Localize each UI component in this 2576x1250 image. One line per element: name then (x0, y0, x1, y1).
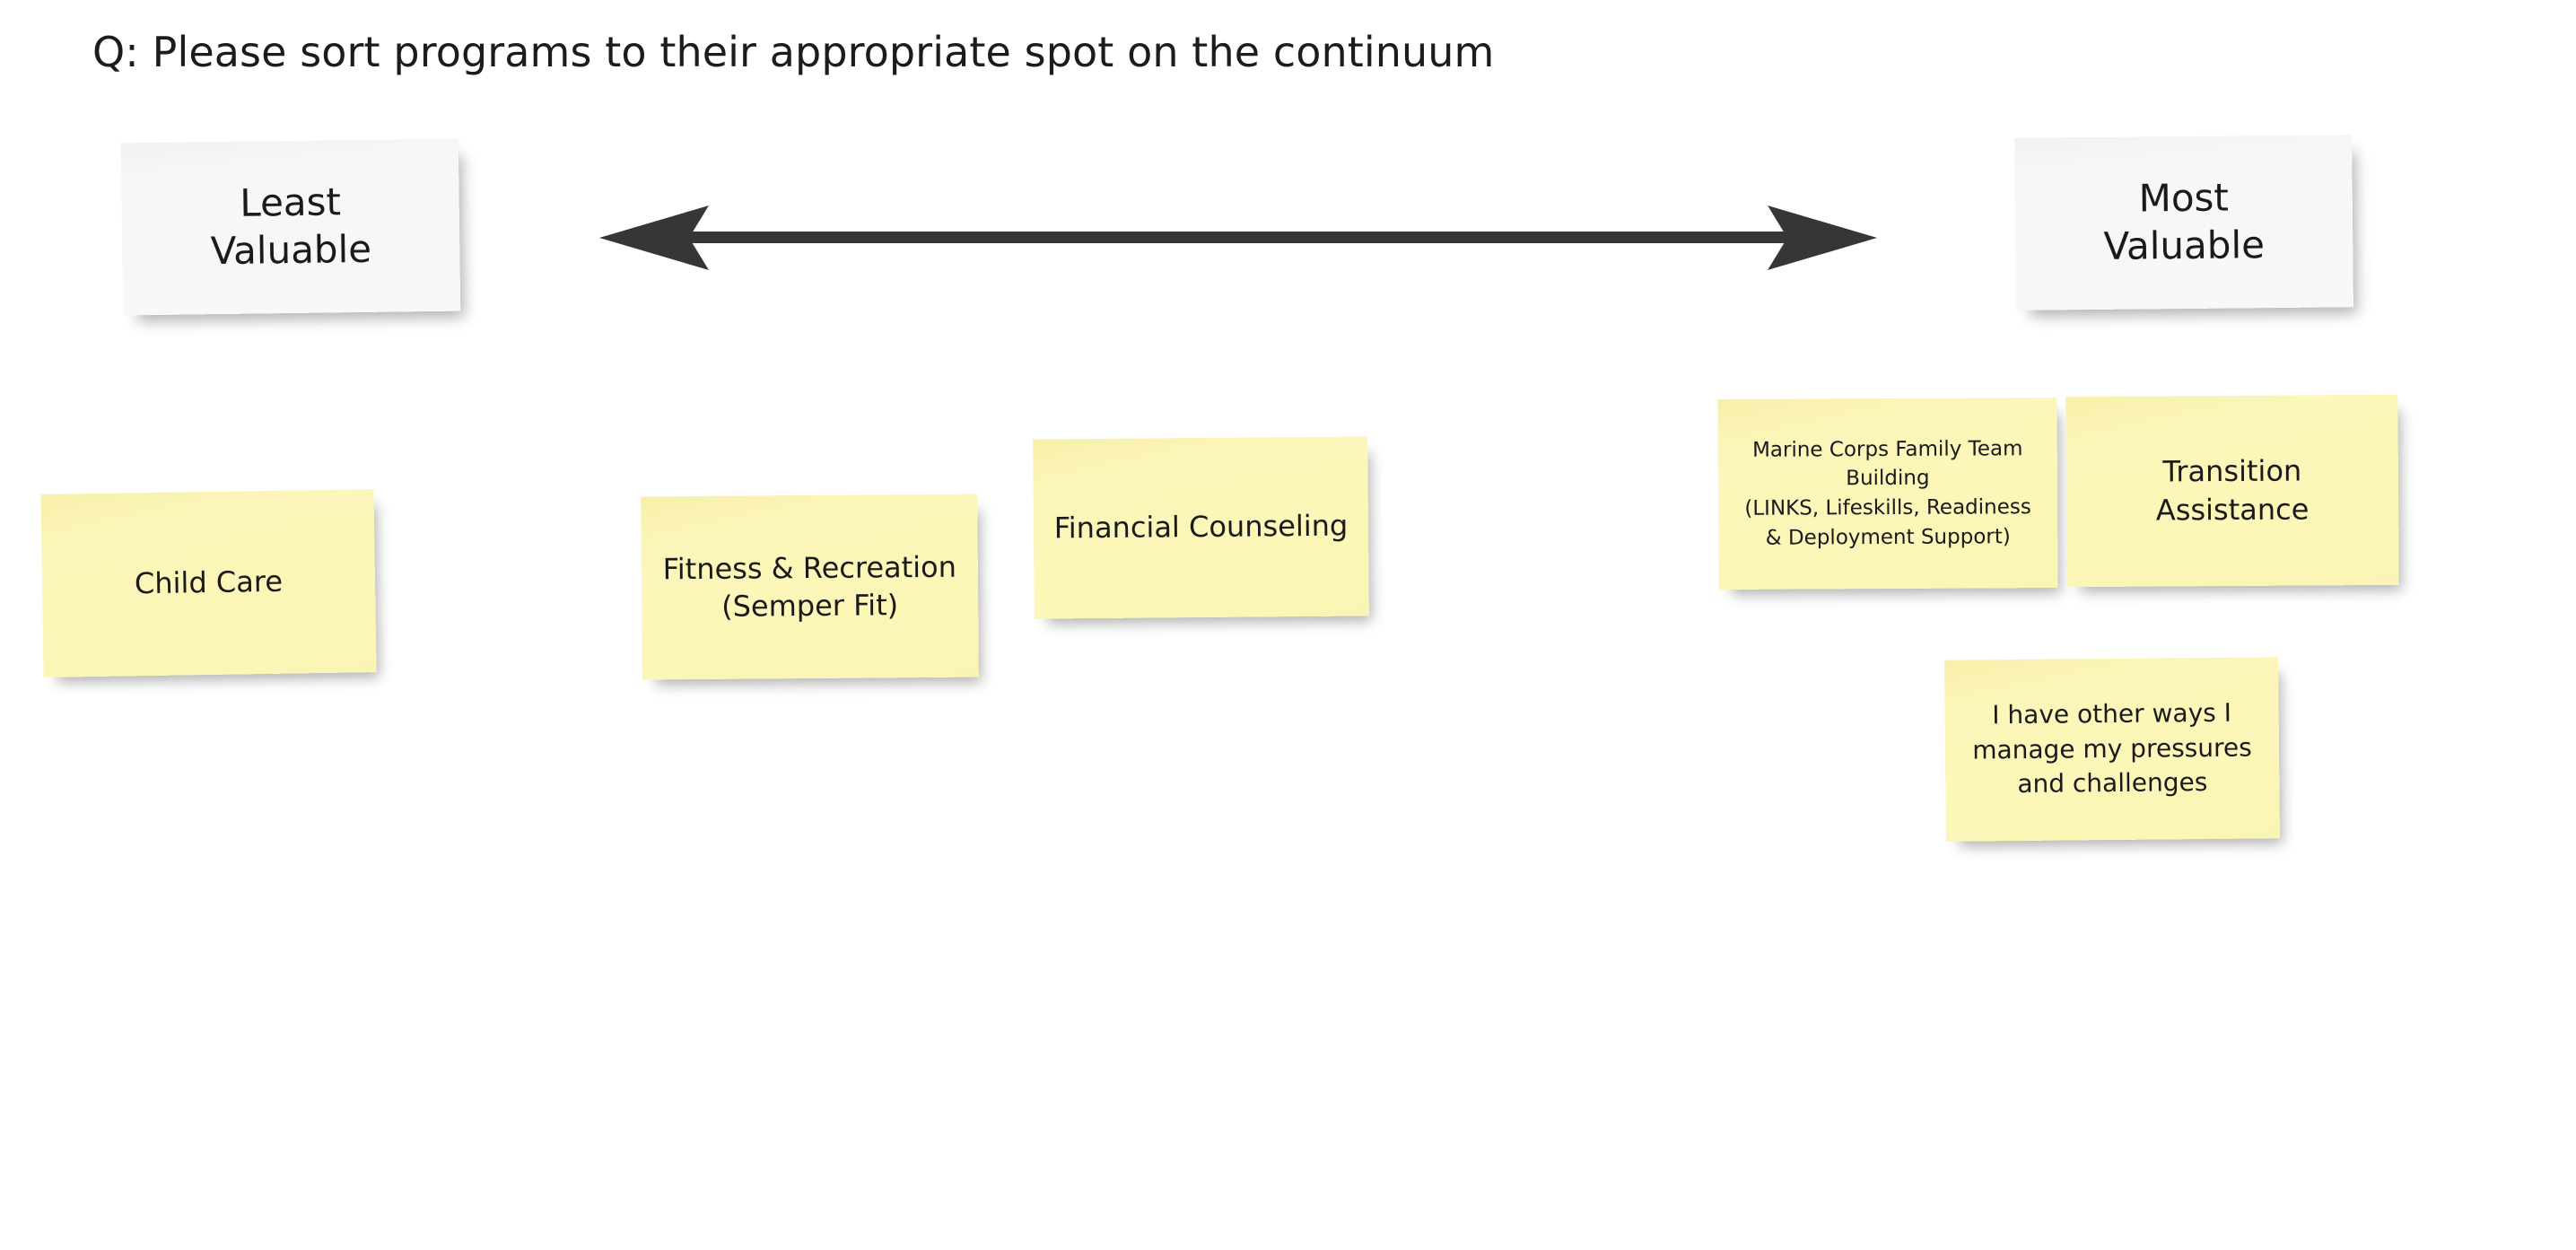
sticky-note-marine-corps-family-team-building-label: Marine Corps Family Team Building (LINKS… (1744, 436, 2031, 550)
sticky-note-financial-counseling-label: Financial Counseling (1053, 508, 1349, 546)
anchor-card-least-valuable[interactable]: Least Valuable (120, 138, 461, 316)
page-title: Q: Please sort programs to their appropr… (92, 28, 1495, 76)
sticky-note-child-care[interactable]: Child Care (40, 489, 377, 677)
sticky-note-transition-assistance[interactable]: Transition Assistance (2065, 394, 2399, 588)
anchor-card-least-valuable-label: Least Valuable (210, 179, 372, 274)
sticky-note-fitness-recreation-label: Fitness & Recreation (Semper Fit) (662, 549, 957, 624)
sticky-note-financial-counseling[interactable]: Financial Counseling (1033, 436, 1369, 619)
sticky-note-fitness-recreation[interactable]: Fitness & Recreation (Semper Fit) (641, 494, 979, 680)
anchor-card-most-valuable-label: Most Valuable (2103, 175, 2266, 268)
anchor-card-most-valuable[interactable]: Most Valuable (2014, 135, 2353, 310)
sticky-note-marine-corps-family-team-building[interactable]: Marine Corps Family Team Building (LINKS… (1717, 398, 2058, 590)
sticky-note-other-ways-label: I have other ways I manage my pressures … (1972, 697, 2252, 800)
sticky-note-transition-assistance-label: Transition Assistance (2155, 453, 2310, 528)
sticky-note-child-care-label: Child Care (134, 564, 284, 601)
sticky-note-other-ways[interactable]: I have other ways I manage my pressures … (1944, 657, 2280, 842)
double-headed-arrow-icon (599, 205, 1877, 270)
